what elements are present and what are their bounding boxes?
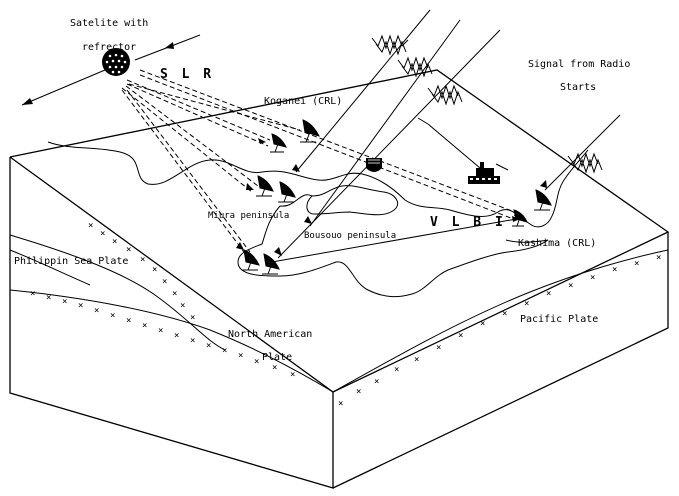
svg-text:×: × [546,289,551,299]
svg-text:×: × [254,357,259,367]
slr-label: S L R [160,67,214,82]
coastline [47,141,589,298]
svg-text:×: × [524,299,529,309]
crust-block [9,69,670,489]
svg-text:×: × [480,319,485,329]
svg-text:×: × [458,331,463,341]
svg-text:×: × [414,355,419,365]
plate-boundary-pacific [332,249,669,393]
svg-text:×: × [190,336,195,346]
svg-text:×: × [436,343,441,353]
svg-text:×: × [30,289,35,299]
svg-text:×: × [88,221,93,231]
plate-boundary-bottom [9,249,91,286]
vlbi-baseline [271,217,523,263]
north-american-label-line2: Plate [262,352,292,363]
ship-icon [468,162,509,184]
plate-boundary-northamerican [9,289,334,393]
svg-text:×: × [272,363,277,373]
plate-boundary-philippine [9,234,226,351]
svg-text:×: × [174,331,179,341]
svg-text:×: × [142,321,147,331]
north-american-label-line1: North American [228,329,312,340]
satellite-orbit [21,34,201,106]
svg-text:×: × [238,351,243,361]
svg-text:×: × [100,229,105,239]
svg-text:×: × [46,293,51,303]
bousou-label: Bousouo peninsula [304,231,396,241]
svg-text:×: × [656,253,661,263]
svg-text:×: × [112,237,117,247]
svg-text:×: × [62,297,67,307]
svg-text:×: × [94,306,99,316]
svg-text:×: × [172,289,177,299]
svg-text:×: × [152,265,157,275]
svg-text:×: × [502,309,507,319]
svg-text:×: × [338,399,343,409]
svg-text:×: × [612,265,617,275]
svg-text:×: × [634,259,639,269]
satellite-icon [102,48,130,76]
buoy-icon [366,158,382,172]
radio-wave-icon [371,34,603,174]
radio-signals [274,9,621,259]
svg-text:×: × [110,311,115,321]
svg-text:×: × [140,255,145,265]
pacific-plate-label: Pacific Plate [520,314,598,325]
antenna-dish-icon [242,119,552,275]
svg-text:×: × [180,301,185,311]
satellite-label-line1: Satelite with [70,18,148,29]
svg-text:×: × [126,245,131,255]
slr-laser-paths [121,69,524,253]
svg-text:×: × [374,377,379,387]
svg-text:×: × [162,277,167,287]
svg-text:×: × [126,316,131,326]
subduction-marks: × × × × × × × × × × × × × × × × × × × × × × × × × × × × × ×… [30,221,661,409]
signal-label-line1: Signal from Radio [528,59,630,70]
svg-text:×: × [78,301,83,311]
svg-text:×: × [590,273,595,283]
svg-text:×: × [190,313,195,323]
svg-text:×: × [356,387,361,397]
svg-text:×: × [222,346,227,356]
svg-text:×: × [568,281,573,291]
svg-text:×: × [206,341,211,351]
philippine-plate-label: Philippin Sea Plate [14,256,128,267]
svg-text:×: × [290,370,295,380]
signal-label-line2: Starts [560,82,596,93]
koganei-label: Koganei (CRL) [264,96,342,107]
vlbi-label: V L B I [430,215,506,230]
svg-text:×: × [158,326,163,336]
miura-label: Miura peninsula [208,211,289,221]
satellite-label-line2: refrector [82,42,136,53]
svg-text:×: × [394,365,399,375]
kashima-label: Kashima (CRL) [518,238,596,249]
